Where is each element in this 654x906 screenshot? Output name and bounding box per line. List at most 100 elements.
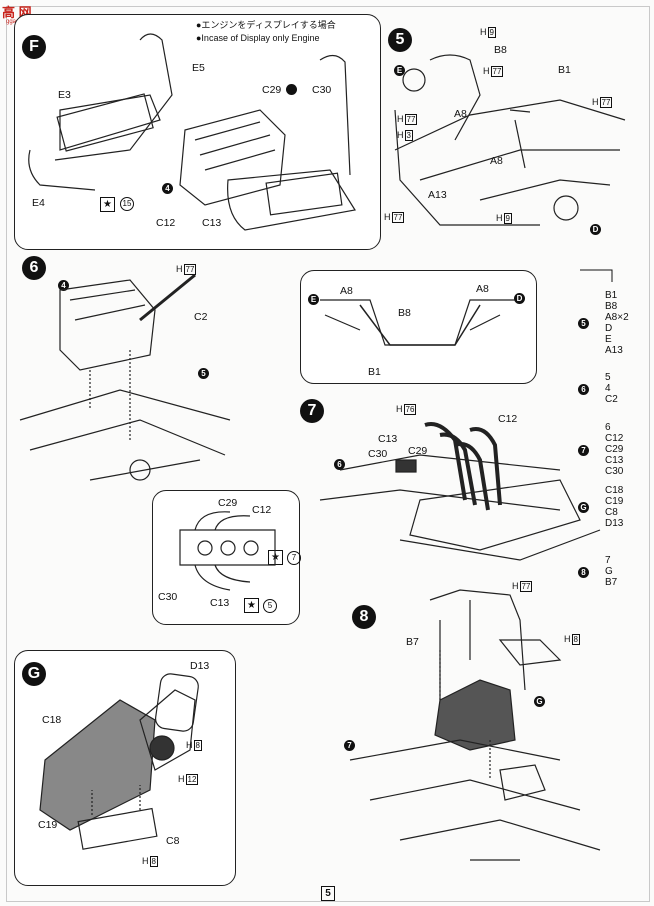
- chassis-8: [349, 739, 601, 861]
- sequence-part: A13: [605, 345, 623, 356]
- part-label-b7: B7: [406, 636, 419, 648]
- part-label-a8-upper: A8: [454, 108, 467, 120]
- rear-arm: [498, 639, 562, 666]
- sequence-part: D: [605, 323, 613, 334]
- inset-frame: [320, 299, 515, 346]
- marker-4: 4: [58, 280, 69, 291]
- step-5-badge: 5: [388, 28, 412, 52]
- transmission-8: [434, 679, 516, 751]
- sequence-part: C8: [605, 507, 618, 518]
- sequence-part: E: [605, 334, 612, 345]
- chassis-rail-5: [394, 99, 626, 201]
- star-ref-7: 7: [287, 551, 301, 565]
- sequence-part: A8×2: [605, 312, 629, 323]
- part-label-e3: E3: [58, 89, 71, 101]
- engine-7: [409, 479, 581, 551]
- part-label-c30: C30: [312, 84, 332, 96]
- stand-frame-left: [28, 94, 161, 191]
- inset-header-top: [194, 511, 251, 531]
- part-label-c30: C30: [368, 448, 388, 460]
- front-wheel-hub-6: [129, 459, 151, 481]
- inset-label-c12: C12: [252, 504, 272, 516]
- sequence-part: 7: [605, 555, 611, 566]
- display-note-en: ●Incase of Display only Engine: [196, 33, 320, 43]
- install-lines-8: [439, 650, 491, 780]
- inset-port-2: [220, 540, 236, 556]
- sequence-part: 6: [605, 422, 611, 433]
- inset-label-c29: C29: [218, 497, 238, 509]
- part-label-c13: C13: [202, 217, 222, 229]
- sequence-part: C13: [605, 455, 624, 466]
- install-lines-g: [91, 785, 141, 815]
- step-6-badge: 6: [22, 256, 46, 280]
- inset-engine-6: [179, 529, 276, 566]
- chassis-6: [19, 389, 231, 481]
- part-label-c29: C29: [408, 445, 428, 457]
- inset-label-b8: B8: [398, 307, 411, 319]
- decal-pair-icon: [286, 84, 297, 95]
- sequence-part: B1: [605, 290, 618, 301]
- display-plate-right: [265, 172, 343, 216]
- sequence-part: G: [605, 566, 613, 577]
- inset-label-b1: B1: [368, 366, 381, 378]
- display-note-jp: ●エンジンをディスプレイする場合: [196, 20, 336, 30]
- stand-tube-right: [319, 54, 351, 176]
- header-pipe-3: [454, 442, 490, 511]
- step-8-badge: 8: [352, 605, 376, 629]
- oil-pan-c8: [77, 807, 158, 850]
- inset-marker-d: D: [514, 293, 525, 304]
- step-7-badge: 7: [300, 399, 324, 423]
- sequence-part: 4: [605, 383, 611, 394]
- part-label-b8: B8: [494, 44, 507, 56]
- sequence-part: C30: [605, 466, 624, 477]
- engine-block-6: [59, 279, 156, 371]
- suspension-arm-left: [429, 54, 481, 141]
- stand-frame-right: [227, 169, 356, 231]
- sequence-step-badge: 8: [578, 566, 589, 578]
- engine-heads-f: [194, 121, 276, 171]
- step-5-inset-panel: [300, 270, 537, 384]
- brake-line: [394, 109, 540, 226]
- inset-header-bottom: [194, 564, 251, 591]
- sequence-part: C18: [605, 485, 624, 496]
- step-g-badge: G: [22, 662, 46, 686]
- part-label-b1: B1: [558, 64, 571, 76]
- shock-absorber: [509, 109, 531, 169]
- inset-label-a8-left: A8: [340, 285, 353, 297]
- sequence-part: D13: [605, 518, 624, 529]
- d13-cover: [154, 673, 199, 732]
- header-pipe-2: [439, 432, 477, 506]
- part-label-c12: C12: [156, 217, 176, 229]
- sequence-part: C29: [605, 444, 624, 455]
- marker-4: 4: [162, 183, 173, 194]
- part-label-c12: C12: [498, 413, 518, 425]
- part-label-c18: C18: [42, 714, 62, 726]
- install-lines-6: [89, 350, 131, 440]
- part-label-c29: C29: [262, 84, 282, 96]
- part-label-c8: C8: [166, 835, 180, 847]
- page-border: [6, 6, 650, 902]
- sequence-part: B8: [605, 301, 618, 312]
- display-plate-left: [56, 93, 154, 152]
- marker-d: D: [590, 224, 601, 235]
- sequence-part: C19: [605, 496, 624, 507]
- sequence-step-badge: 6: [578, 383, 589, 395]
- star-ref-15: 15: [120, 197, 134, 211]
- lower-arm-8: [499, 764, 546, 801]
- marker-e: E: [394, 65, 405, 76]
- inset-port-3: [243, 540, 259, 556]
- part-c30: [395, 459, 417, 473]
- chassis-7: [319, 454, 601, 561]
- brake-disc-right: [553, 195, 579, 221]
- part-label-a8-lower: A8: [490, 155, 503, 167]
- sequence-step-badge: 7: [578, 444, 589, 456]
